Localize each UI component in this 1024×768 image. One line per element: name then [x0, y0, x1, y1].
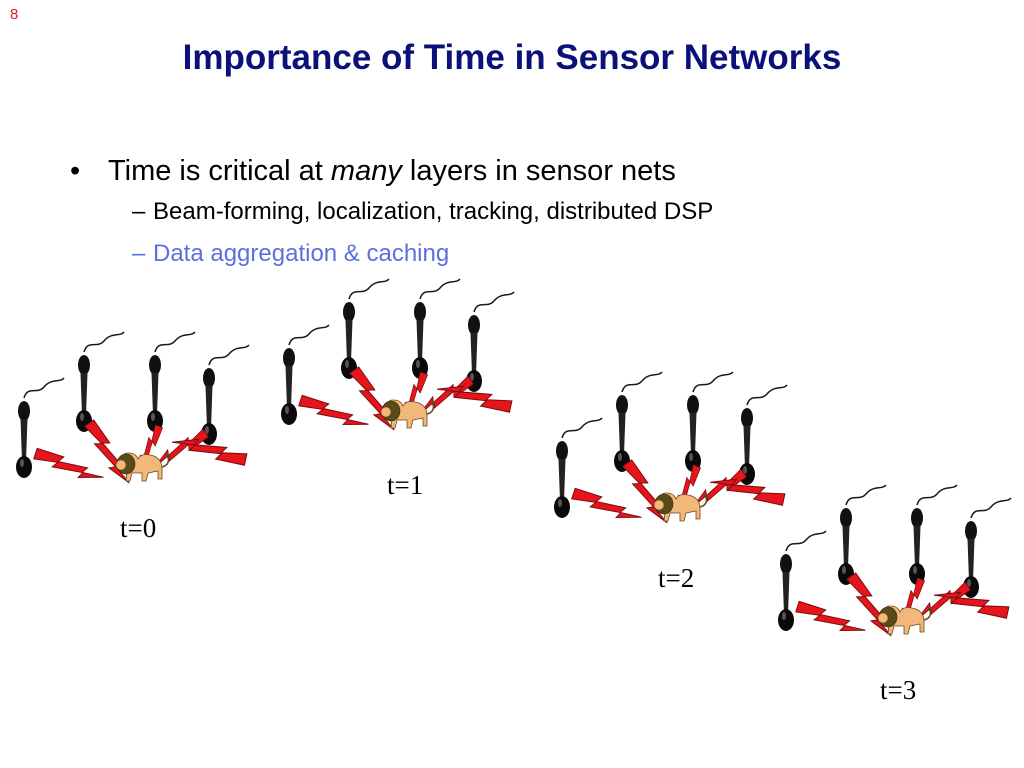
bullet-item: • Time is critical at many layers in sen…: [70, 153, 713, 189]
dash-icon: –: [132, 198, 146, 225]
sensor-cluster-t3: [778, 485, 1011, 641]
subbullet-item-highlighted: – Data aggregation & caching: [70, 239, 713, 269]
time-label-t1: t=1: [387, 470, 424, 500]
bullet-list: • Time is critical at many layers in sen…: [70, 153, 713, 269]
subbullet-text: Beam-forming, localization, tracking, di…: [153, 198, 714, 225]
sensor-cluster-t2: [554, 372, 787, 528]
time-label-t0: t=0: [120, 513, 157, 543]
bullet-dot-icon: •: [70, 155, 81, 187]
sensor-cluster-t0: [16, 332, 249, 488]
time-label-t3: t=3: [880, 675, 917, 705]
slide-title: Importance of Time in Sensor Networks: [182, 38, 842, 77]
subbullet-item: – Beam-forming, localization, tracking, …: [70, 197, 713, 227]
bullet-text-start: Time is critical at: [108, 155, 331, 187]
bullet-text-emphasis: many: [330, 155, 402, 187]
time-label-t2: t=2: [658, 563, 695, 593]
sensor-cluster-t1: [281, 279, 514, 435]
dash-icon: –: [132, 240, 146, 267]
subbullet-text: Data aggregation & caching: [153, 240, 450, 267]
bullet-text-end: layers in sensor nets: [401, 155, 676, 187]
slide-number: 8: [10, 6, 19, 23]
